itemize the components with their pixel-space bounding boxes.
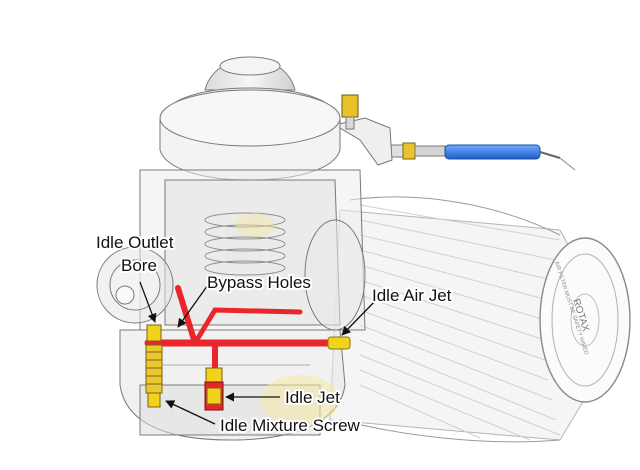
label-idle-outlet-line2: Bore (121, 256, 157, 275)
idle-jet-part (204, 367, 224, 411)
callout-labels: Idle Outlet Bore Bypass Holes Idle Air J… (94, 231, 454, 437)
arrow-idle-mixture-screw (165, 400, 216, 425)
carburetor-body (96, 56, 366, 441)
throttle-cable (333, 94, 576, 171)
idle-mixture-screw-part (145, 324, 163, 408)
label-idle-mixture-screw: Idle Mixture Screw (220, 416, 361, 435)
label-bypass-holes: Bypass Holes (207, 273, 311, 292)
leader-lines (139, 281, 379, 425)
label-idle-air-jet: Idle Air Jet (372, 286, 452, 305)
tower-tint (235, 213, 275, 237)
label-idle-outlet-line1: Idle Outlet (96, 233, 174, 252)
arrow-idle-outlet (139, 281, 157, 323)
label-idle-jet: Idle Jet (285, 388, 340, 407)
arrow-idle-air-jet (341, 297, 379, 336)
air-filter (329, 196, 631, 443)
arrow-bypass-holes (177, 281, 211, 328)
idle-air-jet-part (327, 336, 351, 350)
bowl-tint (260, 375, 340, 425)
